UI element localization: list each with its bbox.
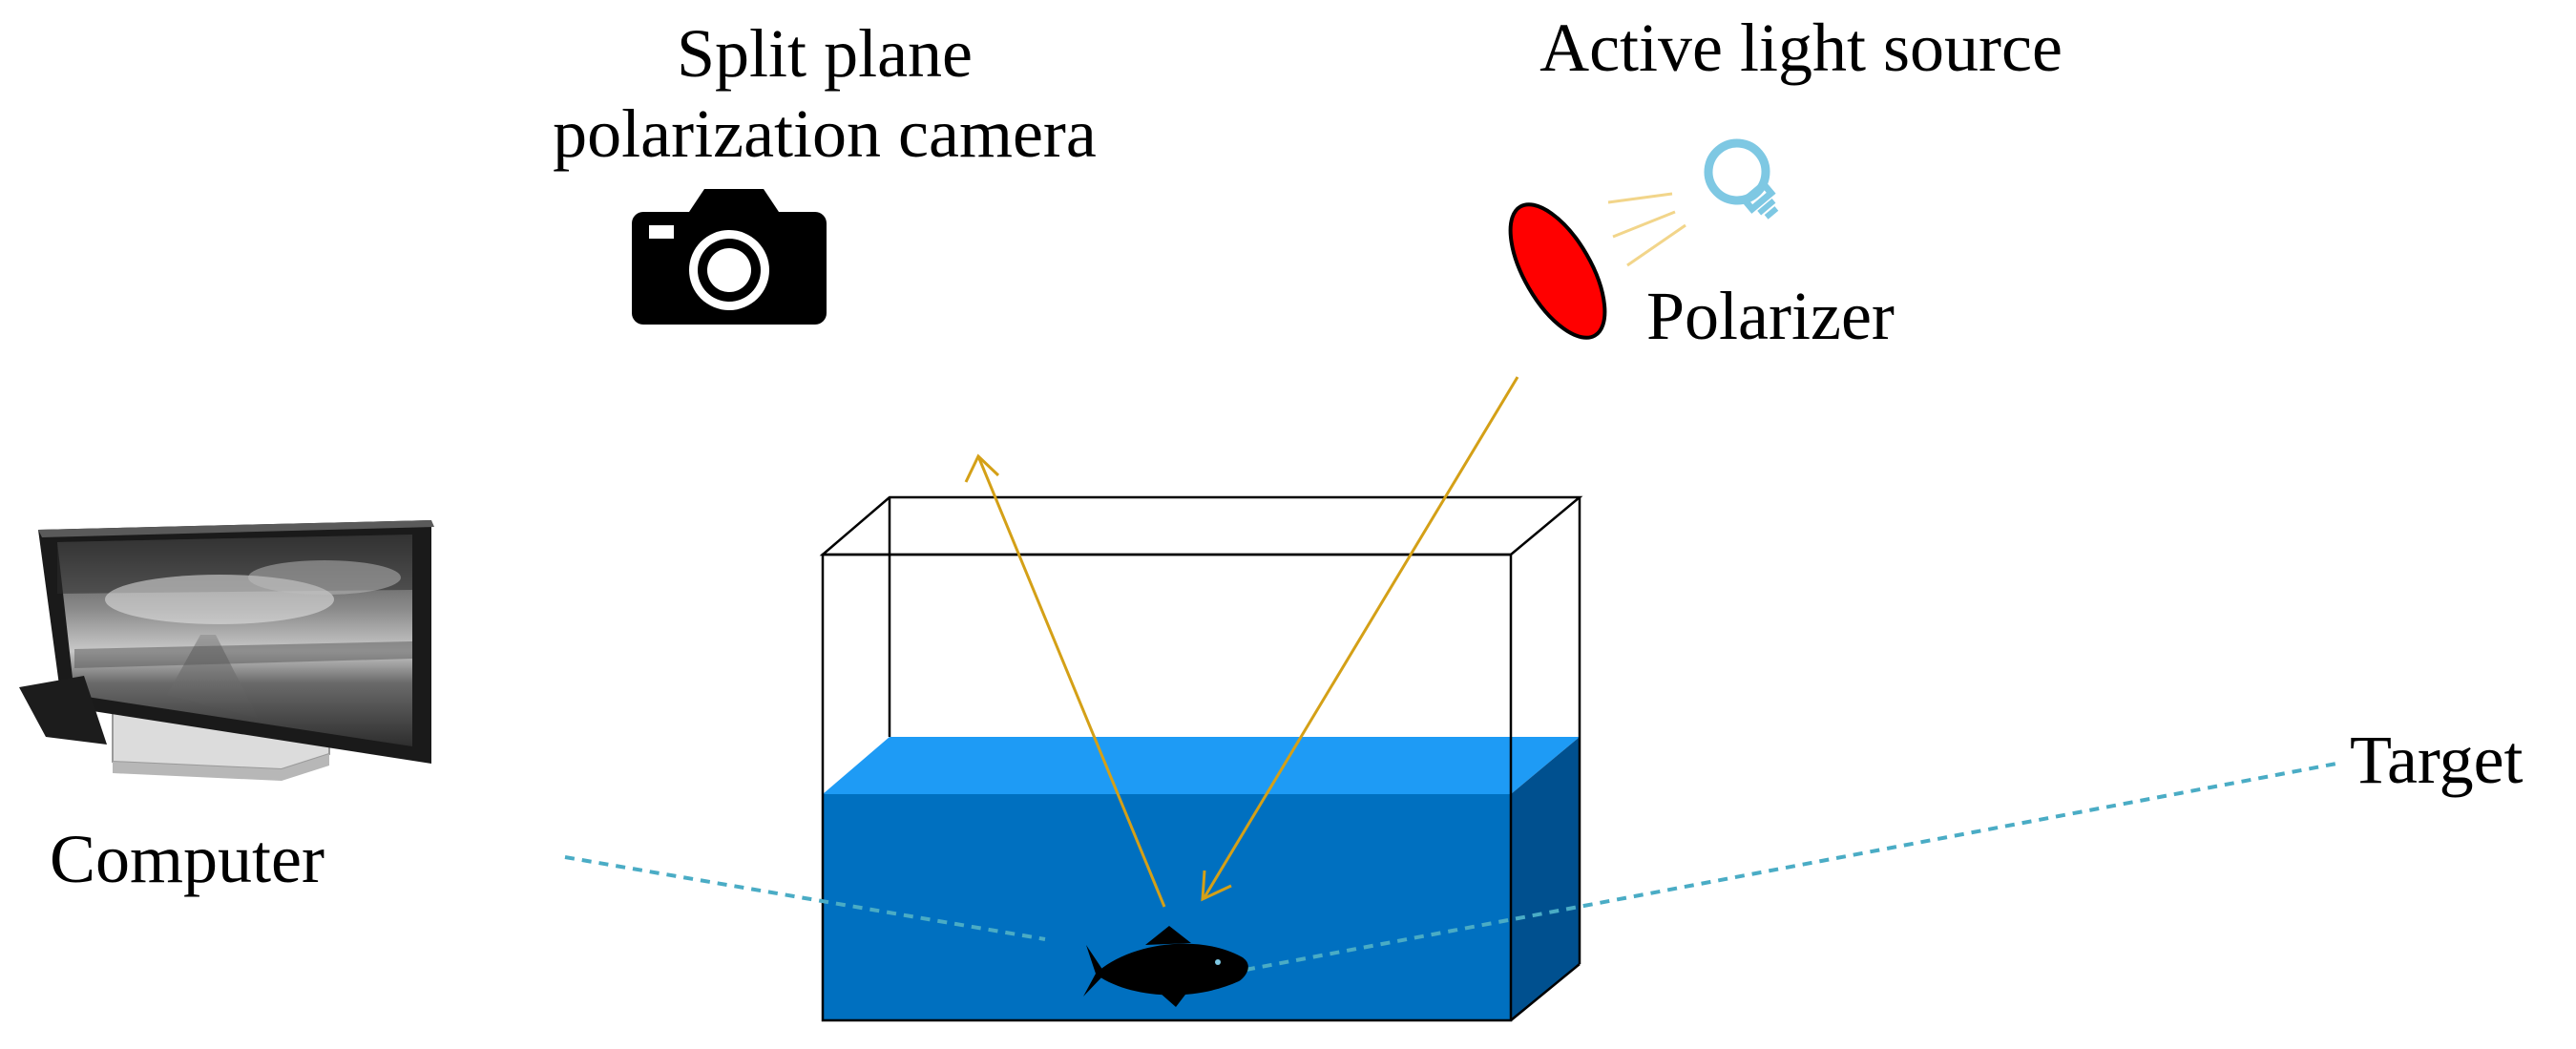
light-rays [964, 376, 1519, 908]
fish-target-icon [1083, 926, 1248, 1007]
computer-monitor-icon [19, 520, 434, 781]
incident-ray [1203, 376, 1519, 898]
target-label: Target [2350, 722, 2524, 798]
camera-icon [632, 189, 827, 325]
light-source-label: Active light source [1539, 10, 2063, 86]
link-computer [564, 855, 1046, 941]
water-surface [823, 737, 1580, 794]
incident-arrowhead [1201, 870, 1232, 902]
polarizer-ellipse [1508, 202, 1607, 340]
polarizer-label: Polarizer [1646, 278, 1895, 354]
dashed-links [564, 762, 2337, 972]
water-side [1511, 737, 1580, 1020]
water-tank [819, 495, 1583, 1022]
link-target [1245, 762, 2337, 972]
computer-label: Computer [50, 821, 325, 897]
camera-label-line1: Split plane [677, 15, 973, 92]
reflected-ray [976, 455, 1166, 908]
camera-label-line2: polarization camera [553, 95, 1097, 172]
reflected-arrowhead [964, 453, 1000, 483]
light-bulb-icon [1607, 138, 1779, 267]
